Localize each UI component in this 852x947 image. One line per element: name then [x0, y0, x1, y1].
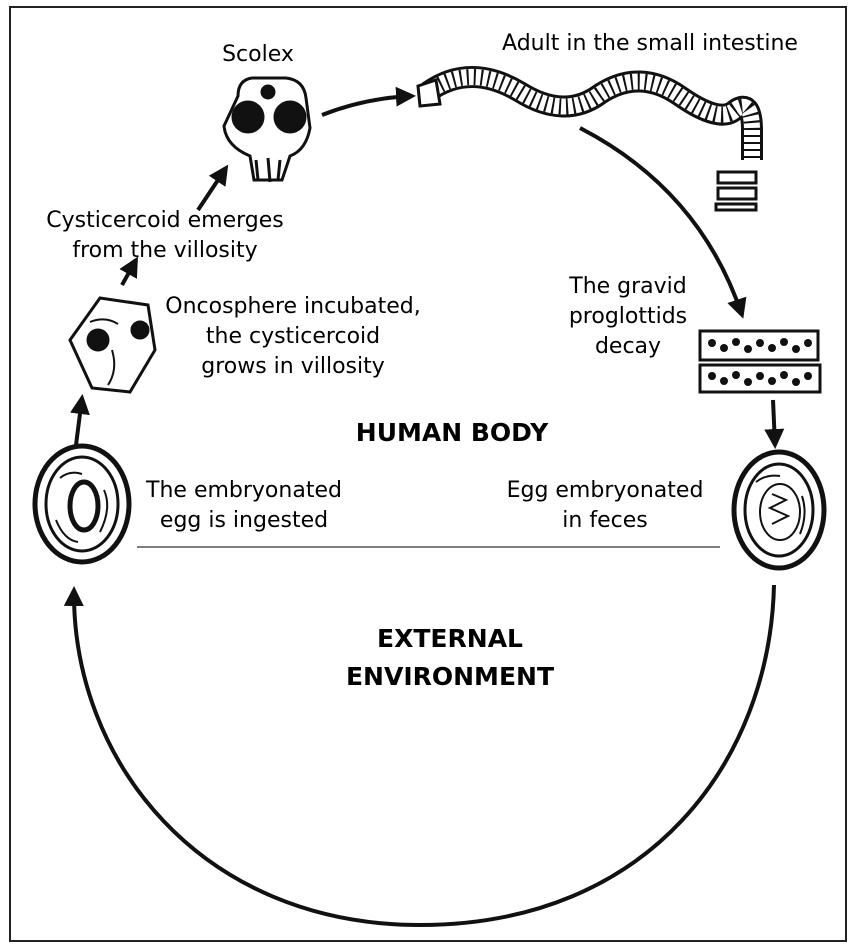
label-scolex: Scolex — [208, 40, 308, 70]
label-oncosphere: Oncosphere incubated, the cysticercoid g… — [138, 292, 448, 382]
label-egg-feces: Egg embryonated in feces — [488, 476, 722, 536]
scolex-icon — [224, 78, 310, 182]
egg-icon-ingested — [35, 446, 129, 562]
arrow-proglottids-to-egg — [773, 400, 775, 445]
label-adult: Adult in the small intestine — [470, 29, 830, 59]
arrow-emerges-to-scolex — [198, 168, 226, 210]
zone-human-body: HUMAN BODY — [292, 414, 612, 452]
arrow-egg-to-cysticercoid — [76, 398, 82, 445]
label-egg-ingested: The embryonated egg is ingested — [128, 476, 360, 536]
zone-external-environment: EXTERNAL ENVIRONMENT — [290, 620, 610, 696]
adult-worm-icon — [418, 77, 756, 210]
label-gravid: The gravid proglottids decay — [558, 272, 698, 362]
proglottids-icon — [700, 331, 820, 392]
egg-icon-feces — [734, 452, 824, 568]
arrow-scolex-to-adult — [322, 96, 412, 115]
label-cysticercoid-emerges: Cysticercoid emerges from the villosity — [24, 206, 306, 266]
